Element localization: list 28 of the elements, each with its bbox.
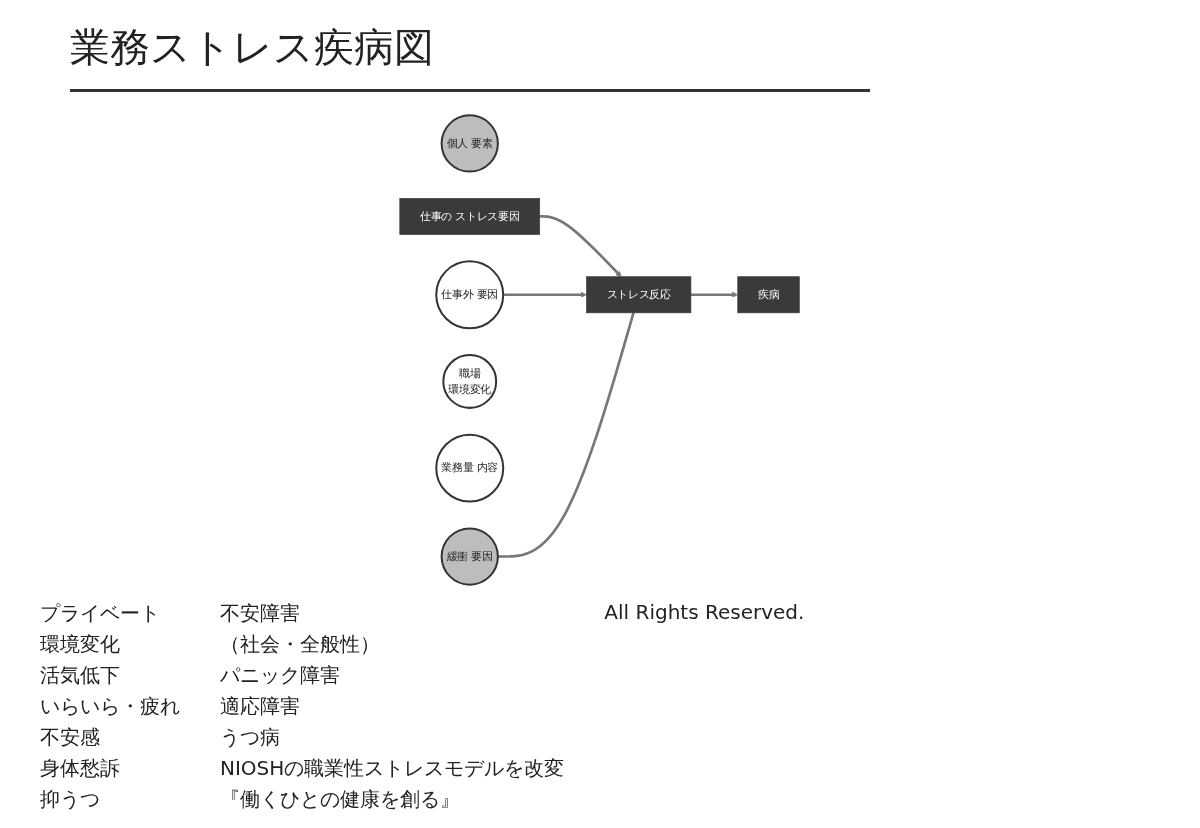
note-text: いらいら・疲れ <box>40 693 180 720</box>
note-text: 不安障害 <box>220 600 301 627</box>
note-text: 抑うつ <box>40 786 101 813</box>
note-text: 適応障害 <box>220 693 301 720</box>
node-circle: 業務量 内容 <box>435 433 505 503</box>
note-text: パニック障害 <box>220 662 341 689</box>
note-text: （社会・全般性） <box>220 631 381 658</box>
arrow <box>691 291 739 298</box>
node-circle: 仕事外 要因 <box>435 260 505 330</box>
arrow <box>503 291 588 298</box>
note-text: 環境変化 <box>40 631 121 658</box>
connector <box>498 312 636 558</box>
note-text: NIOSHの職業性ストレスモデルを改変 <box>220 755 565 782</box>
node-circle: 緩衝 要因 <box>441 527 500 586</box>
node-box: 疾病 <box>737 276 801 314</box>
note-text: 『働くひとの健康を創る』 <box>220 786 461 813</box>
note-text: プライベート <box>40 600 161 627</box>
note-text: 不安感 <box>40 724 101 751</box>
node-box: 仕事の ストレス要因 <box>399 198 541 235</box>
node-box: ストレス反応 <box>586 276 692 314</box>
node-circle: 職場 環境変化 <box>442 354 498 409</box>
arrow <box>540 215 622 277</box>
note-text: 身体愁訴 <box>40 755 121 782</box>
title: 業務ストレス疾病図 <box>70 20 870 92</box>
node-circle: 個人 要素 <box>441 114 500 173</box>
note-text: All Rights Reserved. <box>604 600 805 624</box>
note-text: 活気低下 <box>40 662 121 689</box>
note-text: うつ病 <box>220 724 281 751</box>
